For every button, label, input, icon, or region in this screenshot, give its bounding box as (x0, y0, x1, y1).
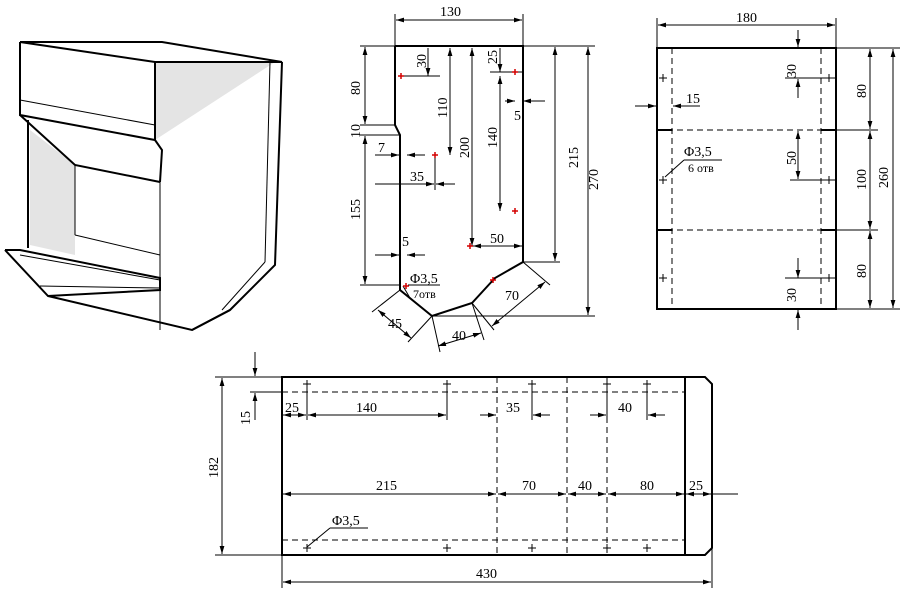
dim-15: 15 (686, 92, 700, 107)
side-panel-drawing: 130 80 10 155 30 110 200 25 140 5 (349, 5, 602, 353)
dim-182: 182 (207, 457, 222, 478)
dim-30-bottom: 30 (785, 288, 800, 302)
strip-holes (303, 380, 651, 552)
strip-drawing: 15 182 25 140 35 40 215 70 40 80 25 (207, 352, 738, 588)
back-holes (659, 74, 833, 282)
dim-25-strip-right: 25 (689, 479, 703, 494)
dim-180: 180 (736, 11, 757, 26)
hole-count-back: 6 отв (688, 161, 714, 175)
dim-5-top: 5 (514, 109, 521, 124)
dim-40-strip: 40 (578, 479, 592, 494)
dim-140-strip: 140 (356, 401, 377, 416)
hole-count-side: 7отв (413, 287, 436, 301)
dim-25: 25 (486, 50, 501, 64)
dim-7: 7 (378, 141, 385, 156)
dim-80: 80 (349, 81, 364, 95)
dim-50: 50 (490, 232, 504, 247)
dim-50-back: 50 (785, 151, 800, 165)
dim-430: 430 (476, 567, 497, 582)
hole-note-back: Φ3,5 (684, 145, 712, 160)
dim-110: 110 (436, 98, 451, 118)
back-panel-drawing: 180 30 15 Φ3,5 6 отв 50 80 100 80 260 (635, 11, 900, 330)
hole-note-strip: Φ3,5 (332, 514, 360, 529)
dim-30-top: 30 (785, 64, 800, 78)
dim-15-strip: 15 (239, 411, 254, 425)
dim-215-strip: 215 (376, 479, 397, 494)
dim-45: 45 (388, 317, 402, 332)
dim-100: 100 (855, 169, 870, 190)
dim-200: 200 (458, 137, 473, 158)
isometric-view (4, 41, 283, 332)
dim-40: 40 (452, 329, 466, 344)
dim-130: 130 (440, 5, 461, 20)
dim-80-back-top: 80 (855, 84, 870, 98)
hole-note-side: Φ3,5 (410, 272, 438, 287)
dim-270: 270 (587, 169, 602, 190)
dim-10: 10 (349, 124, 364, 138)
dim-35: 35 (410, 170, 424, 185)
dim-70: 70 (505, 289, 519, 304)
dim-30: 30 (415, 54, 430, 68)
dim-140: 140 (486, 127, 501, 148)
side-holes (398, 69, 518, 289)
dim-70-strip: 70 (522, 479, 536, 494)
dim-155: 155 (349, 199, 364, 220)
dim-40-strip-top: 40 (618, 401, 632, 416)
dim-5-bottom: 5 (402, 235, 409, 250)
dim-25-strip: 25 (285, 401, 299, 416)
dim-80-strip: 80 (640, 479, 654, 494)
dim-80-back-bottom: 80 (855, 264, 870, 278)
dim-35-strip: 35 (506, 401, 520, 416)
dim-260: 260 (877, 167, 892, 188)
dim-215: 215 (567, 147, 582, 168)
